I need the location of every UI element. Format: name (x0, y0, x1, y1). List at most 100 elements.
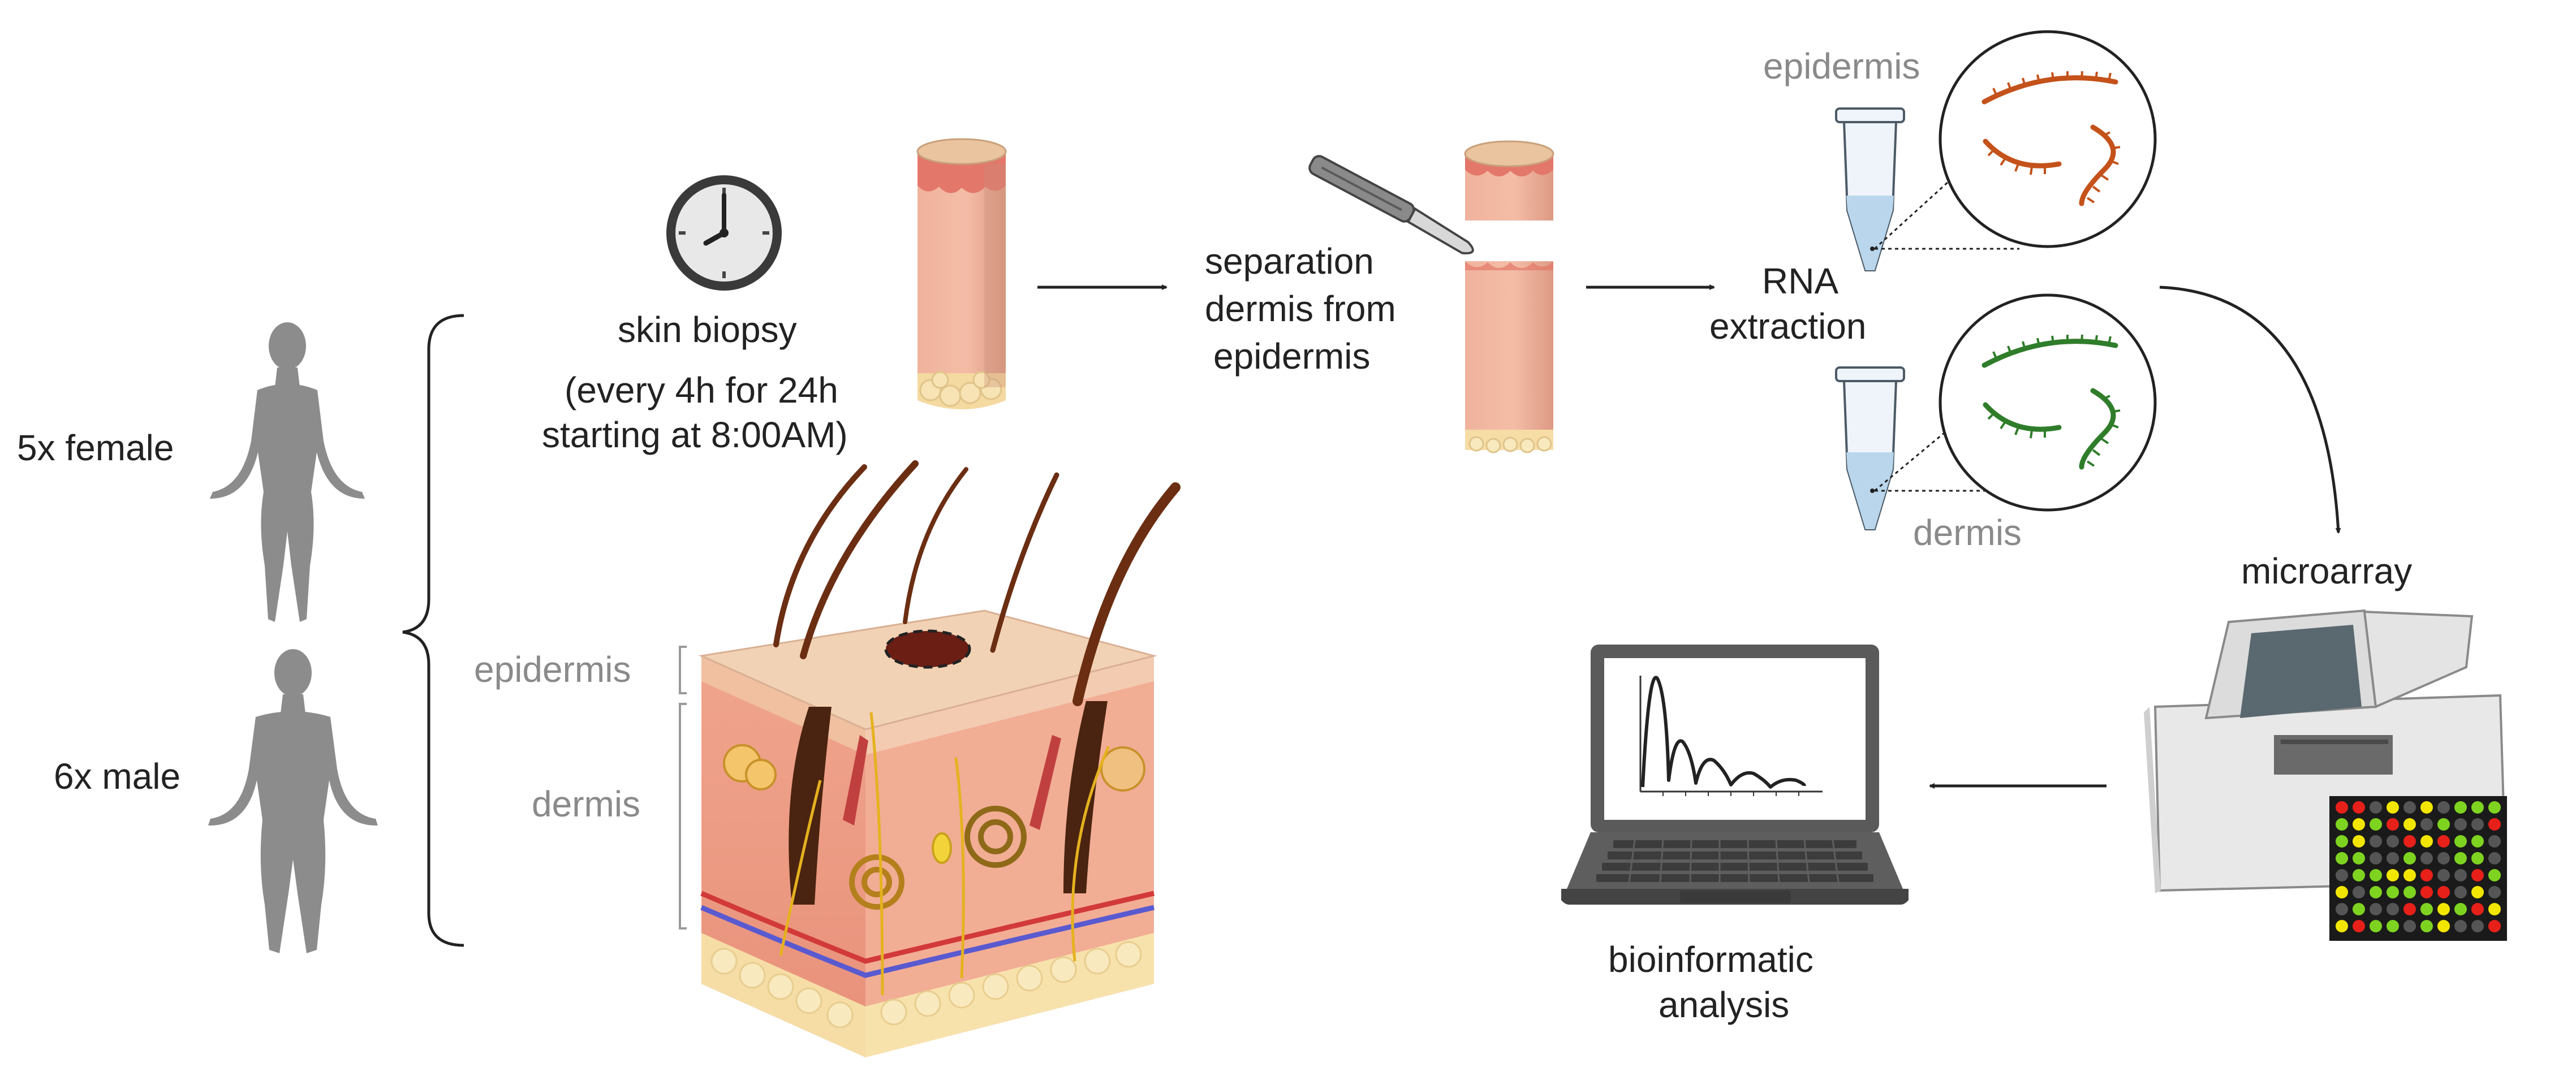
chip-spot (2454, 801, 2467, 814)
chip-spot (2420, 852, 2433, 864)
chip-spot (2387, 835, 2399, 848)
chip-spot (2403, 903, 2416, 915)
chip-spot (2370, 852, 2382, 864)
chip-spot (2353, 852, 2365, 864)
chip-spot (2420, 886, 2433, 898)
chip-spot (2387, 886, 2399, 898)
tube-epidermis-label: epidermis (1763, 46, 1920, 87)
analysis-line2: analysis (1659, 984, 1790, 1025)
chip-spot (2336, 835, 2348, 848)
clock-icon (666, 175, 782, 291)
chip-spot (2471, 903, 2484, 915)
chip-spot (2370, 801, 2382, 814)
chip-spot (2471, 801, 2484, 814)
chip-spot (2471, 886, 2484, 898)
chip-spot (2336, 801, 2348, 814)
biopsy-title: skin biopsy (618, 309, 797, 350)
chip-spot (2488, 835, 2501, 848)
chip-spot (2387, 852, 2399, 864)
separation-line3: epidermis (1213, 336, 1371, 377)
chip-spot (2387, 818, 2399, 831)
chip-spot (2353, 818, 2365, 831)
arrow-to-microarray (2159, 286, 2341, 534)
skin-epidermis-label: epidermis (474, 649, 631, 690)
tube-dermis-label: dermis (1913, 512, 2022, 553)
skin-cross-section-icon (698, 610, 1157, 1057)
male-count-label: 6x male (54, 756, 181, 797)
chip-spot (2471, 852, 2484, 864)
chip-spot (2370, 920, 2382, 932)
dermis-rna-zoom-icon (1939, 293, 2157, 512)
chip-spot (2353, 886, 2365, 898)
chip-spot (2370, 869, 2382, 881)
extraction-line1: RNA (1762, 261, 1839, 301)
chip-spot (2471, 835, 2484, 848)
chip-spot (2488, 920, 2501, 932)
chip-spot (2403, 869, 2416, 881)
chip-spot (2437, 835, 2450, 848)
chip-spot (2353, 869, 2365, 881)
chip-spot (2488, 852, 2501, 864)
chip-spot (2454, 920, 2467, 932)
analysis-line1: bioinformatic (1608, 939, 1813, 980)
chip-spot (2370, 818, 2382, 831)
biopsy-cylinder-icon (916, 138, 1007, 409)
chip-spot (2336, 869, 2348, 881)
chip-spot (2387, 920, 2399, 932)
chip-spot (2353, 903, 2365, 915)
chip-spot (2336, 852, 2348, 864)
chip-spot (2454, 852, 2467, 864)
chip-spot (2403, 801, 2416, 814)
chip-spot (2336, 920, 2348, 932)
chip-spot (2370, 903, 2382, 915)
chip-spot (2370, 835, 2382, 848)
scalpel-icon (1308, 155, 1474, 254)
chip-spot (2488, 801, 2501, 814)
chip-spot (2336, 886, 2348, 898)
dermis-bracket (679, 703, 687, 930)
chip-spot (2420, 835, 2433, 848)
chip-spot (2437, 801, 2450, 814)
chip-spot (2454, 818, 2467, 831)
chip-spot (2471, 818, 2484, 831)
female-count-label: 5x female (17, 427, 174, 468)
zoom-lines (1873, 168, 2019, 492)
epidermis-bracket (679, 646, 687, 694)
chip-spot (2454, 835, 2467, 848)
chip-spot (2471, 920, 2484, 932)
chip-spot (2353, 835, 2365, 848)
epidermis-rna-zoom-icon (1939, 30, 2157, 248)
chip-spot (2454, 886, 2467, 898)
chip-spot (2437, 818, 2450, 831)
chip-spot (2488, 903, 2501, 915)
biopsy-schedule-line2: starting at 8:00AM) (542, 414, 848, 455)
chip-spot (2403, 818, 2416, 831)
chip-spot (2420, 869, 2433, 881)
chip-spot (2336, 818, 2348, 831)
chip-spot (2420, 801, 2433, 814)
chip-spot (2336, 903, 2348, 915)
epidermis-tube-icon (1835, 107, 1905, 271)
chip-spot (2403, 886, 2416, 898)
chip-spot (2437, 903, 2450, 915)
skin-dermis-label: dermis (532, 784, 641, 824)
chip-spot (2471, 869, 2484, 881)
chip-spot (2403, 835, 2416, 848)
biopsy-schedule-line1: (every 4h for 24h (565, 370, 838, 410)
hair-shafts-icon (773, 460, 1181, 706)
male-figure-icon (208, 649, 378, 953)
chip-spot (2387, 869, 2399, 881)
chip-spot (2437, 869, 2450, 881)
extraction-line2: extraction (1709, 306, 1867, 347)
chip-spot (2437, 852, 2450, 864)
chip-spot (2437, 920, 2450, 932)
chip-spot (2420, 818, 2433, 831)
chip-spot (2420, 920, 2433, 932)
dermis-tube-icon (1835, 366, 1905, 530)
chip-spot (2437, 886, 2450, 898)
chip-spot (2353, 920, 2365, 932)
separated-cylinder-icon (1464, 140, 1554, 453)
chip-spot (2488, 869, 2501, 881)
microarray-label: microarray (2241, 551, 2413, 591)
